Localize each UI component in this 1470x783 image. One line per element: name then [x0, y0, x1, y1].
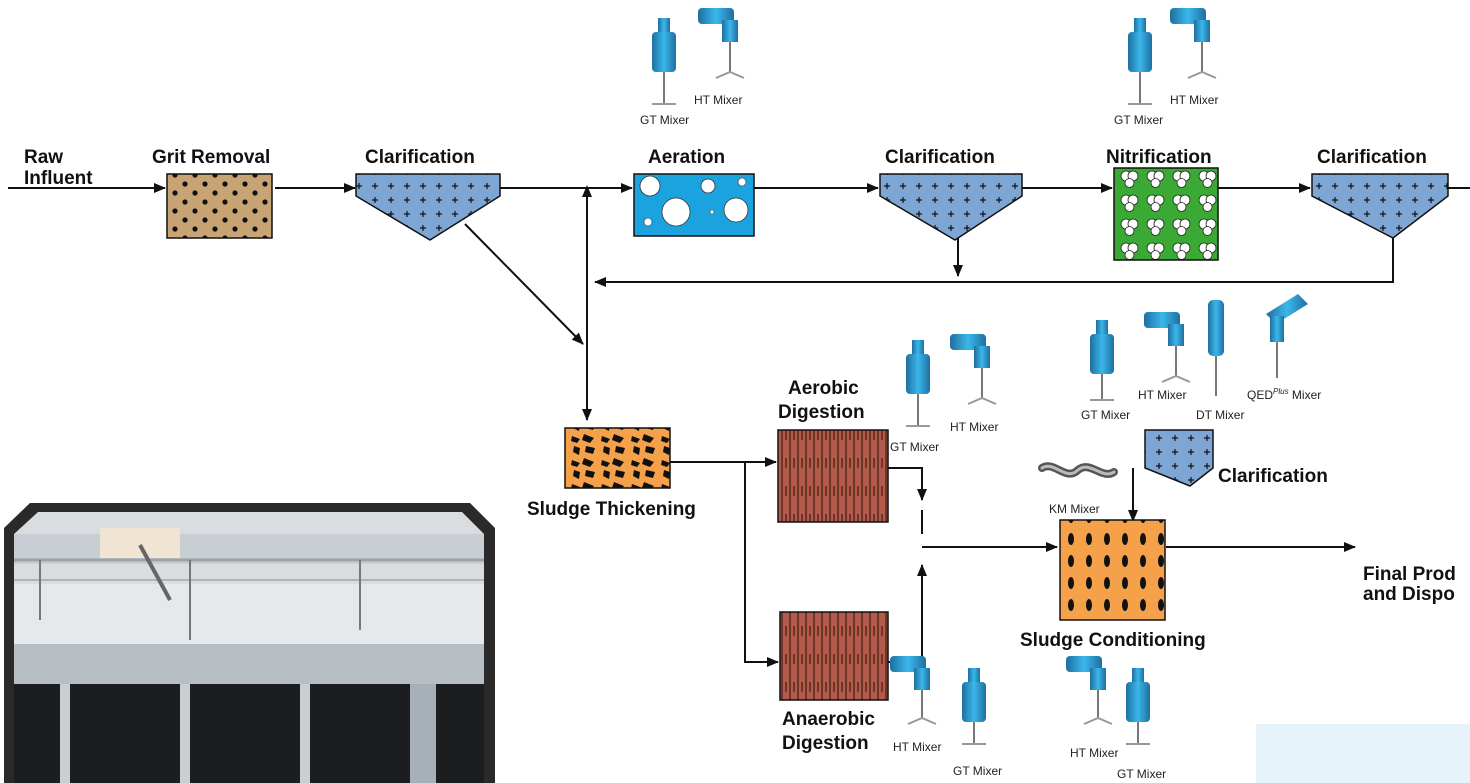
- clarifier-small: [1144, 429, 1214, 487]
- mixer-icon: [1266, 294, 1308, 378]
- clarification-label-1: Clarification: [365, 147, 475, 168]
- mixer-icon: [950, 334, 997, 405]
- nitrification-label: Nitrification: [1106, 147, 1212, 168]
- dt-mixer-label: DT Mixer: [1196, 408, 1244, 422]
- gt-mixer-label: GT Mixer: [953, 764, 1002, 778]
- mixer-icon: [1208, 300, 1224, 396]
- clarifier-1: [355, 173, 501, 241]
- sludge-thickening-tank: [564, 427, 671, 489]
- mixer-icon: [1128, 18, 1152, 105]
- sludge-thickening-label: Sludge Thickening: [527, 499, 696, 520]
- ht-mixer-label: HT Mixer: [1070, 746, 1118, 760]
- aeration-label: Aeration: [648, 147, 725, 168]
- grit-removal-label: Grit Removal: [152, 147, 270, 168]
- mixer-icon: [962, 668, 986, 745]
- mixer-icon: [1126, 668, 1150, 745]
- grit-removal-tank: [166, 173, 273, 239]
- mixer-icon: [1170, 8, 1217, 79]
- aeration-tank: [633, 173, 755, 237]
- ht-mixer-label: HT Mixer: [1170, 93, 1218, 107]
- tank-photo-image: [4, 503, 495, 783]
- flow-lines: [8, 183, 1470, 667]
- aerobic-digester: [777, 429, 889, 523]
- mixer-icon: [906, 340, 930, 427]
- clarification-label-3: Clarification: [1317, 147, 1427, 168]
- clarification-label-small: Clarification: [1218, 466, 1328, 487]
- mixer-icon: [652, 18, 676, 105]
- mixer-icon: [1038, 462, 1118, 478]
- gt-mixer-label: GT Mixer: [640, 113, 689, 127]
- gt-mixer-label: GT Mixer: [1114, 113, 1163, 127]
- ht-mixer-label: HT Mixer: [950, 420, 998, 434]
- mixer-icon: [1090, 320, 1114, 401]
- info-panel: [1256, 724, 1470, 783]
- clarification-label-2: Clarification: [885, 147, 995, 168]
- nitrification-tank: [1113, 167, 1219, 261]
- ht-mixer-label: HT Mixer: [893, 740, 941, 754]
- anaerobic-digester: [779, 611, 889, 701]
- sludge-conditioning-tank: [1059, 519, 1166, 621]
- mixer-icon: [1144, 312, 1191, 383]
- gt-mixer-label: GT Mixer: [890, 440, 939, 454]
- mixer-icon: [890, 656, 937, 725]
- sludge-conditioning-label: Sludge Conditioning: [1020, 630, 1206, 651]
- mixer-icon: [1066, 656, 1113, 725]
- km-mixer-label: KM Mixer: [1049, 502, 1100, 516]
- clarifier-2: [879, 173, 1023, 241]
- ht-mixer-label: HT Mixer: [1138, 388, 1186, 402]
- gt-mixer-label: GT Mixer: [1117, 767, 1166, 781]
- ht-mixer-label: HT Mixer: [694, 93, 742, 107]
- mixer-icon: [698, 8, 745, 79]
- gt-mixer-label: GT Mixer: [1081, 408, 1130, 422]
- qed-plus-mixer-label: QEDPlus Mixer: [1247, 387, 1321, 402]
- mixer-icons: [652, 8, 1308, 745]
- clarifier-3: [1311, 173, 1449, 239]
